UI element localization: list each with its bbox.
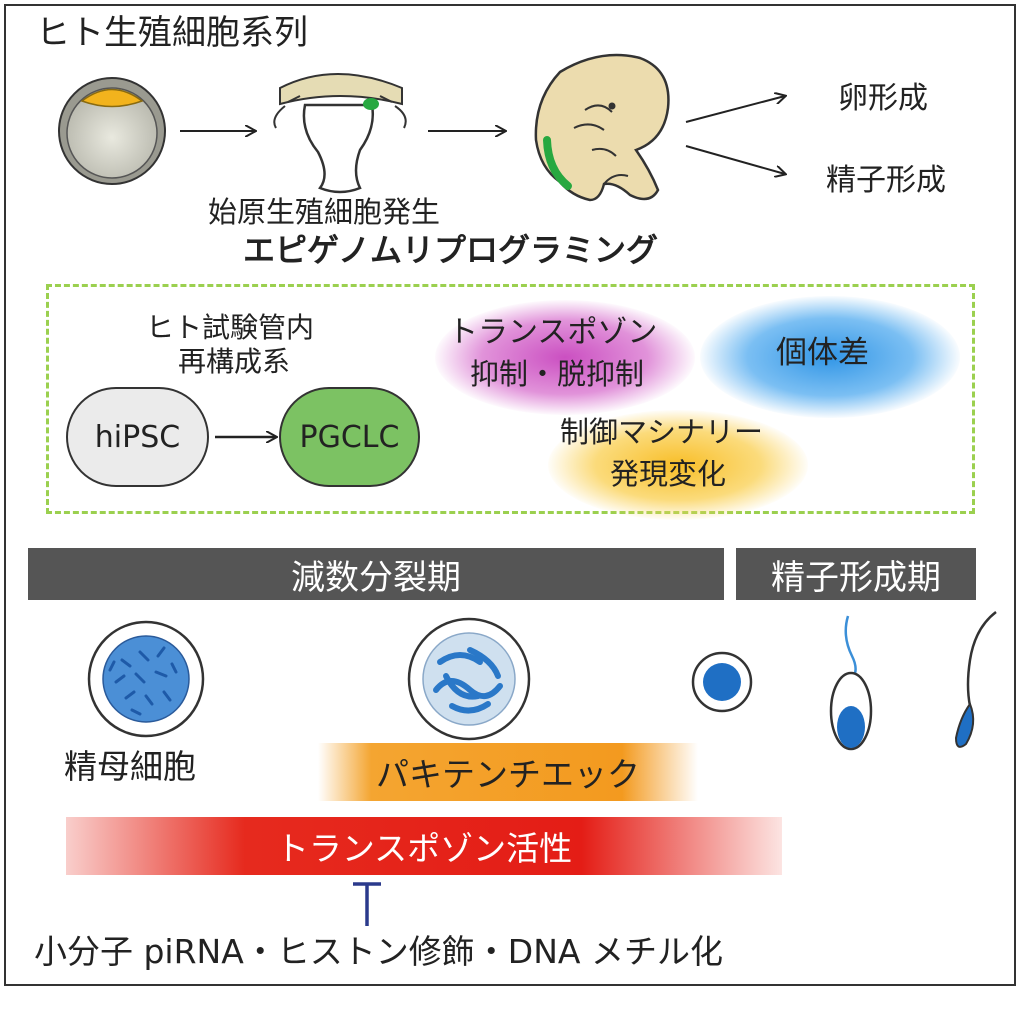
arrow-to-spermatogenesis [685, 145, 785, 174]
hipsc-node: hiPSC [66, 387, 209, 487]
spermatocyte-cell-icon [87, 620, 205, 738]
meiosis-stage-bar: 減数分裂期 [28, 548, 724, 600]
inhibition-bar-icon [353, 882, 381, 926]
spermatogenesis-label: 精子形成 [826, 163, 946, 198]
pgclc-node: PGCLC [279, 387, 420, 487]
round-spermatid-icon [691, 651, 753, 713]
transposon-activity-band: トランスポゾン活性 [66, 817, 782, 875]
sperm-icon [954, 611, 997, 748]
epigenome-reprogramming-label: エピゲノムリプログラミング [243, 231, 659, 269]
in-vitro-frame [46, 284, 975, 514]
control-machinery-label-line1: 制御マシナリー [560, 415, 764, 449]
elongating-spermatid-icon [829, 615, 873, 751]
in-vitro-label-line1: ヒト試験管内 [146, 311, 315, 344]
individual-difference-label: 個体差 [776, 335, 869, 371]
figure-title: ヒト生殖細胞系列 [36, 13, 308, 53]
suppression-mechanisms-label: 小分子 piRNA・ヒストン修飾・DNA メチル化 [34, 932, 723, 971]
arrow-to-oogenesis [685, 96, 785, 123]
early-embryo-icon [273, 73, 407, 194]
pachytene-cell-icon [407, 617, 531, 741]
blastocyst-icon [58, 77, 166, 185]
control-machinery-label-line2: 発現変化 [610, 457, 727, 491]
spermiogenesis-stage-bar: 精子形成期 [736, 548, 976, 600]
pachytene-checkpoint-label: パキテンチエック [376, 755, 640, 794]
transposon-label-line2: 抑制・脱抑制 [470, 357, 645, 391]
transposon-highlight [435, 300, 695, 415]
fetus-icon [534, 53, 670, 202]
oogenesis-label: 卵形成 [838, 81, 928, 116]
spermatocyte-label: 精母細胞 [64, 747, 196, 786]
figure-frame [4, 4, 1016, 986]
individual-difference-highlight [700, 296, 960, 418]
pachytene-checkpoint-band: パキテンチエック [318, 743, 698, 801]
pgc-development-label: 始原生殖細胞発生 [208, 195, 441, 229]
transposon-label-line1: トランスポゾン [448, 315, 658, 350]
in-vitro-label-line2: 再構成系 [178, 345, 291, 378]
control-machinery-highlight [548, 410, 808, 520]
transposon-activity-label: トランスポゾン活性 [275, 829, 573, 868]
